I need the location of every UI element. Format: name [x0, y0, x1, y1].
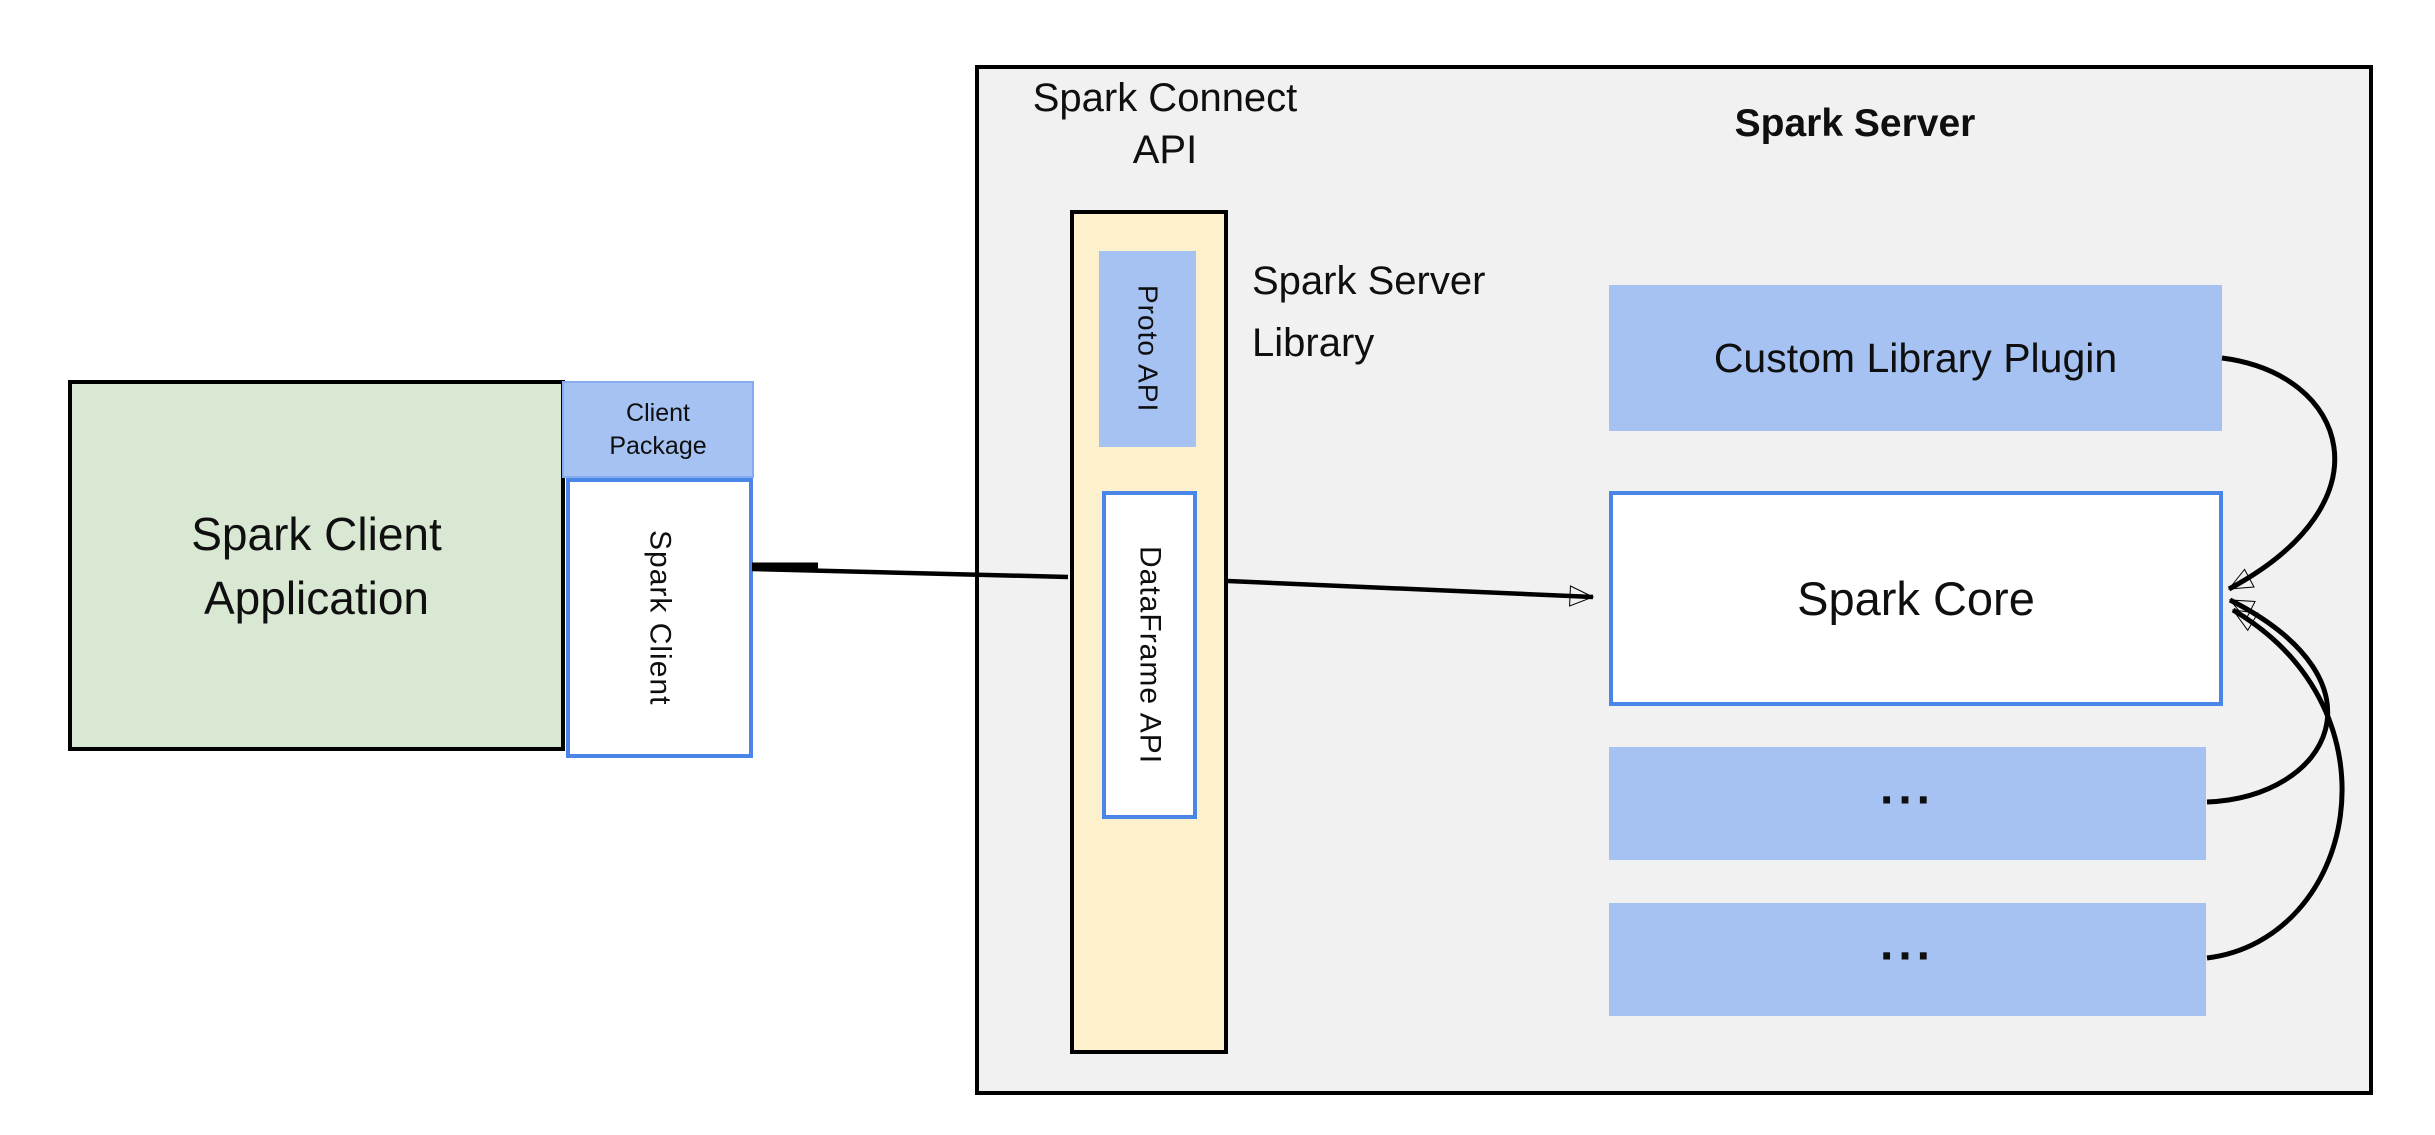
- spark-server-library-label: Spark Server Library: [1252, 259, 1486, 365]
- more-plugins-box-1: ...: [1609, 747, 2206, 860]
- client-package-box: Client Package: [562, 381, 754, 478]
- more-plugins-box-2: ...: [1609, 903, 2206, 1016]
- spark-server-title: Spark Server: [1734, 102, 1976, 145]
- ellipsis-label: ...: [1879, 761, 1935, 815]
- spark-client-label: Spark Client: [643, 530, 677, 706]
- proto-api-box: Proto API: [1099, 251, 1196, 447]
- spark-connect-api-label: Spark Connect API: [1032, 76, 1298, 172]
- dataframe-api-label: DataFrame API: [1133, 545, 1167, 765]
- spark-core-box: Spark Core: [1609, 491, 2223, 706]
- dataframe-api-box: DataFrame API: [1102, 491, 1197, 819]
- proto-api-label: Proto API: [1132, 285, 1164, 413]
- ellipsis-label: ...: [1879, 917, 1935, 971]
- spark-client-box: Spark Client: [566, 478, 753, 758]
- custom-library-plugin-box: Custom Library Plugin: [1609, 285, 2222, 431]
- spark-client-application-box: Spark Client Application: [68, 380, 565, 751]
